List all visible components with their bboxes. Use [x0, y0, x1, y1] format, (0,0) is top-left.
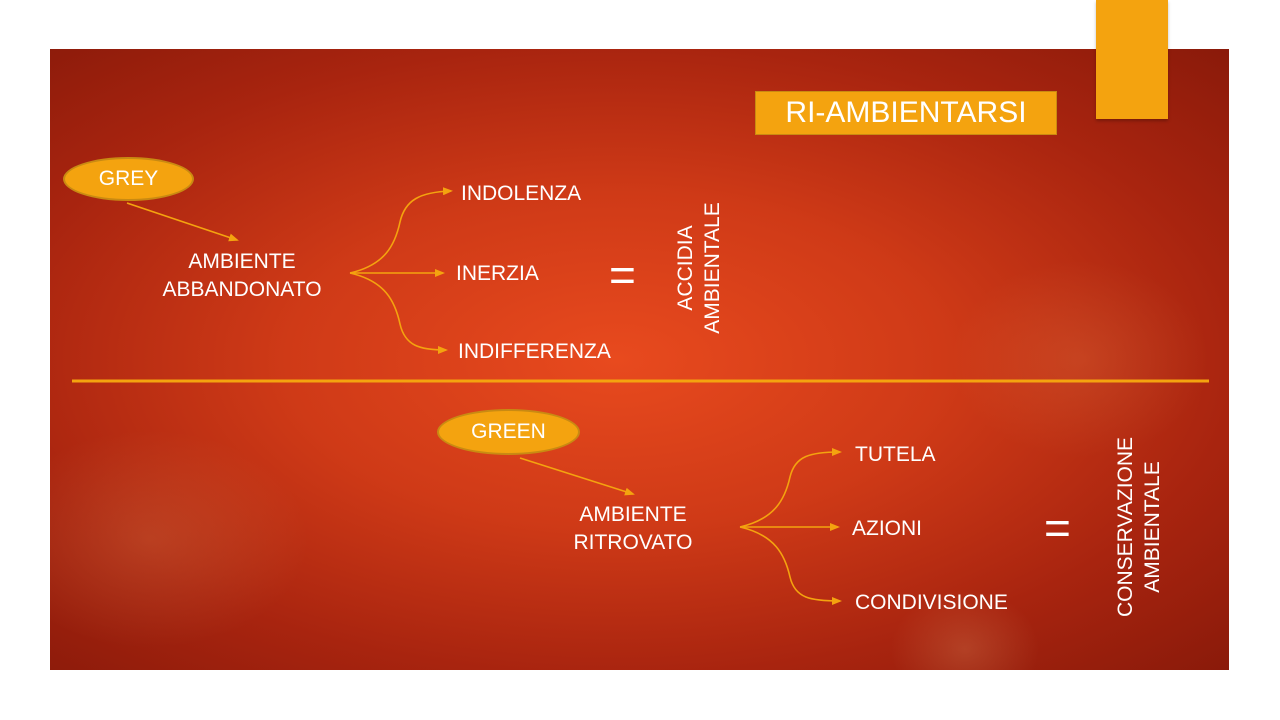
- green-badge-label: GREEN: [471, 420, 546, 443]
- branch-label-azioni: AZIONI: [852, 517, 923, 540]
- branch-arrow-condivisione: [739, 526, 842, 605]
- source-line-2: RITROVATO: [573, 531, 693, 554]
- green-badge: GREEN: [437, 409, 580, 455]
- green-to-source-arrow: [519, 457, 635, 496]
- grey-badge-label: GREY: [98, 167, 159, 190]
- equals-sign-top: =: [609, 249, 636, 301]
- branch-label-indifferenza: INDIFFERENZA: [458, 340, 611, 363]
- result-line-2: AMBIENTALE: [701, 202, 724, 334]
- branch-label-tutela: TUTELA: [855, 443, 936, 466]
- equals-sign-bottom: =: [1044, 502, 1071, 554]
- grey-to-source-arrow: [126, 202, 239, 242]
- result-line-1: CONSERVAZIONE: [1114, 436, 1137, 618]
- decorative-tab: [1096, 0, 1168, 119]
- result-label-conservazione: CONSERVAZIONE AMBIENTALE: [1112, 422, 1166, 632]
- grey-badge: GREY: [63, 157, 194, 201]
- branch-label-indolenza: INDOLENZA: [461, 182, 582, 205]
- source-label-abbandonato: AMBIENTE ABBANDONATO: [140, 248, 344, 304]
- result-label-accidia: ACCIDIA AMBIENTALE: [672, 168, 726, 368]
- result-line-2: AMBIENTALE: [1141, 461, 1164, 593]
- source-line-1: AMBIENTE: [579, 503, 687, 526]
- branch-arrow-indifferenza: [349, 272, 448, 354]
- slide-title: RI-AMBIENTARSI: [755, 91, 1057, 135]
- branch-arrow-indolenza: [349, 187, 453, 274]
- source-line-1: AMBIENTE: [188, 250, 296, 273]
- branch-label-condivisione: CONDIVISIONE: [855, 591, 1008, 614]
- result-line-1: ACCIDIA: [674, 225, 697, 311]
- source-label-ritrovato: AMBIENTE RITROVATO: [545, 501, 721, 557]
- branch-label-inerzia: INERZIA: [456, 262, 539, 285]
- branch-arrow-tutela: [739, 448, 842, 528]
- source-line-2: ABBANDONATO: [162, 278, 322, 301]
